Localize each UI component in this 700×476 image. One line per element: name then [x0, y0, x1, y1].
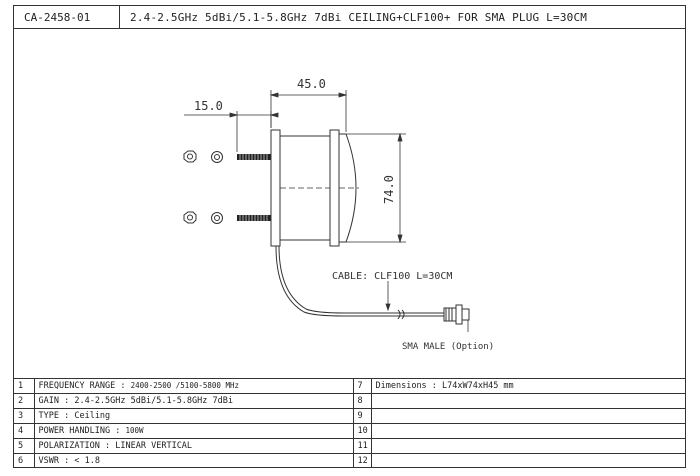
spec-cell [370, 408, 685, 424]
spec-row: 5 POLARIZATION : LINEAR VERTICAL 11 [14, 438, 685, 454]
spec-number: 2 [14, 393, 35, 409]
spec-value: Ceiling [74, 411, 111, 421]
sma-connector [443, 304, 470, 325]
spec-cell [370, 453, 685, 468]
spec-cell: FREQUENCY RANGE : 2400-2500 /5100-5800 M… [33, 379, 354, 394]
spec-number: 7 [352, 379, 372, 394]
spec-row: 4 POWER HANDLING : 100W 10 [14, 423, 685, 439]
header-divider [14, 28, 685, 29]
spec-cell: VSWR : < 1.8 [33, 453, 354, 468]
spec-number: 11 [352, 438, 372, 454]
spec-cell: POLARIZATION : LINEAR VERTICAL [33, 438, 354, 454]
spec-number: 6 [14, 453, 35, 468]
spec-row: 1 FREQUENCY RANGE : 2400-2500 /5100-5800… [14, 379, 685, 394]
spec-number: 1 [14, 379, 35, 394]
hex-nut-top [183, 150, 197, 163]
part-description: 2.4-2.5GHz 5dBi/5.1-5.8GHz 7dBi CEILING+… [130, 10, 588, 24]
cable-leader-arrow [385, 303, 391, 312]
washer-bottom [211, 212, 223, 224]
spec-cell [370, 438, 685, 454]
spec-value: 2400-2500 /5100-5800 MHz [130, 381, 239, 390]
spec-value: 2.4-2.5GHz 5dBi/5.1-5.8GHz 7dBi [74, 396, 233, 406]
cable-label: CABLE: CLF100 L=30CM [332, 271, 452, 282]
spec-cell: GAIN : 2.4-2.5GHz 5dBi/5.1-5.8GHz 7dBi [33, 393, 354, 409]
threaded-stud-top [237, 154, 271, 160]
spec-cell: POWER HANDLING : 100W [33, 423, 354, 439]
dim-width-label: 45.0 [297, 77, 326, 91]
spec-value: LINEAR VERTICAL [115, 441, 193, 451]
cable [275, 245, 444, 320]
spec-table: 1 FREQUENCY RANGE : 2400-2500 /5100-5800… [14, 378, 685, 469]
spec-number: 8 [352, 393, 372, 409]
dimension-lines [184, 90, 406, 244]
dim-thread-label: 15.0 [194, 99, 223, 113]
spec-row: 2 GAIN : 2.4-2.5GHz 5dBi/5.1-5.8GHz 7dBi… [14, 393, 685, 409]
connector-label: SMA MALE (Option) [402, 342, 494, 352]
spec-label: VSWR : [38, 456, 70, 466]
spec-value: 100W [125, 426, 144, 435]
spec-row: 6 VSWR : < 1.8 12 [14, 453, 685, 468]
spec-cell: TYPE : Ceiling [33, 408, 354, 424]
spec-number: 3 [14, 408, 35, 424]
drawing-frame: CA-2458-01 2.4-2.5GHz 5dBi/5.1-5.8GHz 7d… [13, 5, 686, 468]
dim-height-label: 74.0 [382, 175, 396, 204]
spec-number: 9 [352, 408, 372, 424]
washer-top [211, 151, 223, 163]
spec-number: 12 [352, 453, 372, 468]
spec-label: GAIN : [38, 396, 70, 406]
spec-cell: Dimensions : L74xW74xH45 mm [370, 379, 685, 394]
spec-label: TYPE : [38, 411, 70, 421]
spec-label: FREQUENCY RANGE : [38, 381, 126, 391]
part-number: CA-2458-01 [14, 6, 120, 28]
spec-grid: 1 FREQUENCY RANGE : 2400-2500 /5100-5800… [14, 379, 685, 468]
spec-label: POWER HANDLING : [38, 426, 121, 436]
hex-nut-bottom [183, 211, 197, 224]
antenna-drawing: 45.0 15.0 74.0 CABLE: CLF100 L=30CM SMA … [183, 77, 494, 352]
spec-number: 5 [14, 438, 35, 454]
spec-cell [370, 423, 685, 439]
spec-value: < 1.8 [74, 456, 100, 466]
spec-label: POLARIZATION : [38, 441, 111, 451]
spec-cell [370, 393, 685, 409]
antenna-body [270, 129, 359, 247]
spec-row: 3 TYPE : Ceiling 9 [14, 408, 685, 424]
spec-number: 10 [352, 423, 372, 439]
spec-number: 4 [14, 423, 35, 439]
threaded-stud-bottom [237, 215, 271, 221]
